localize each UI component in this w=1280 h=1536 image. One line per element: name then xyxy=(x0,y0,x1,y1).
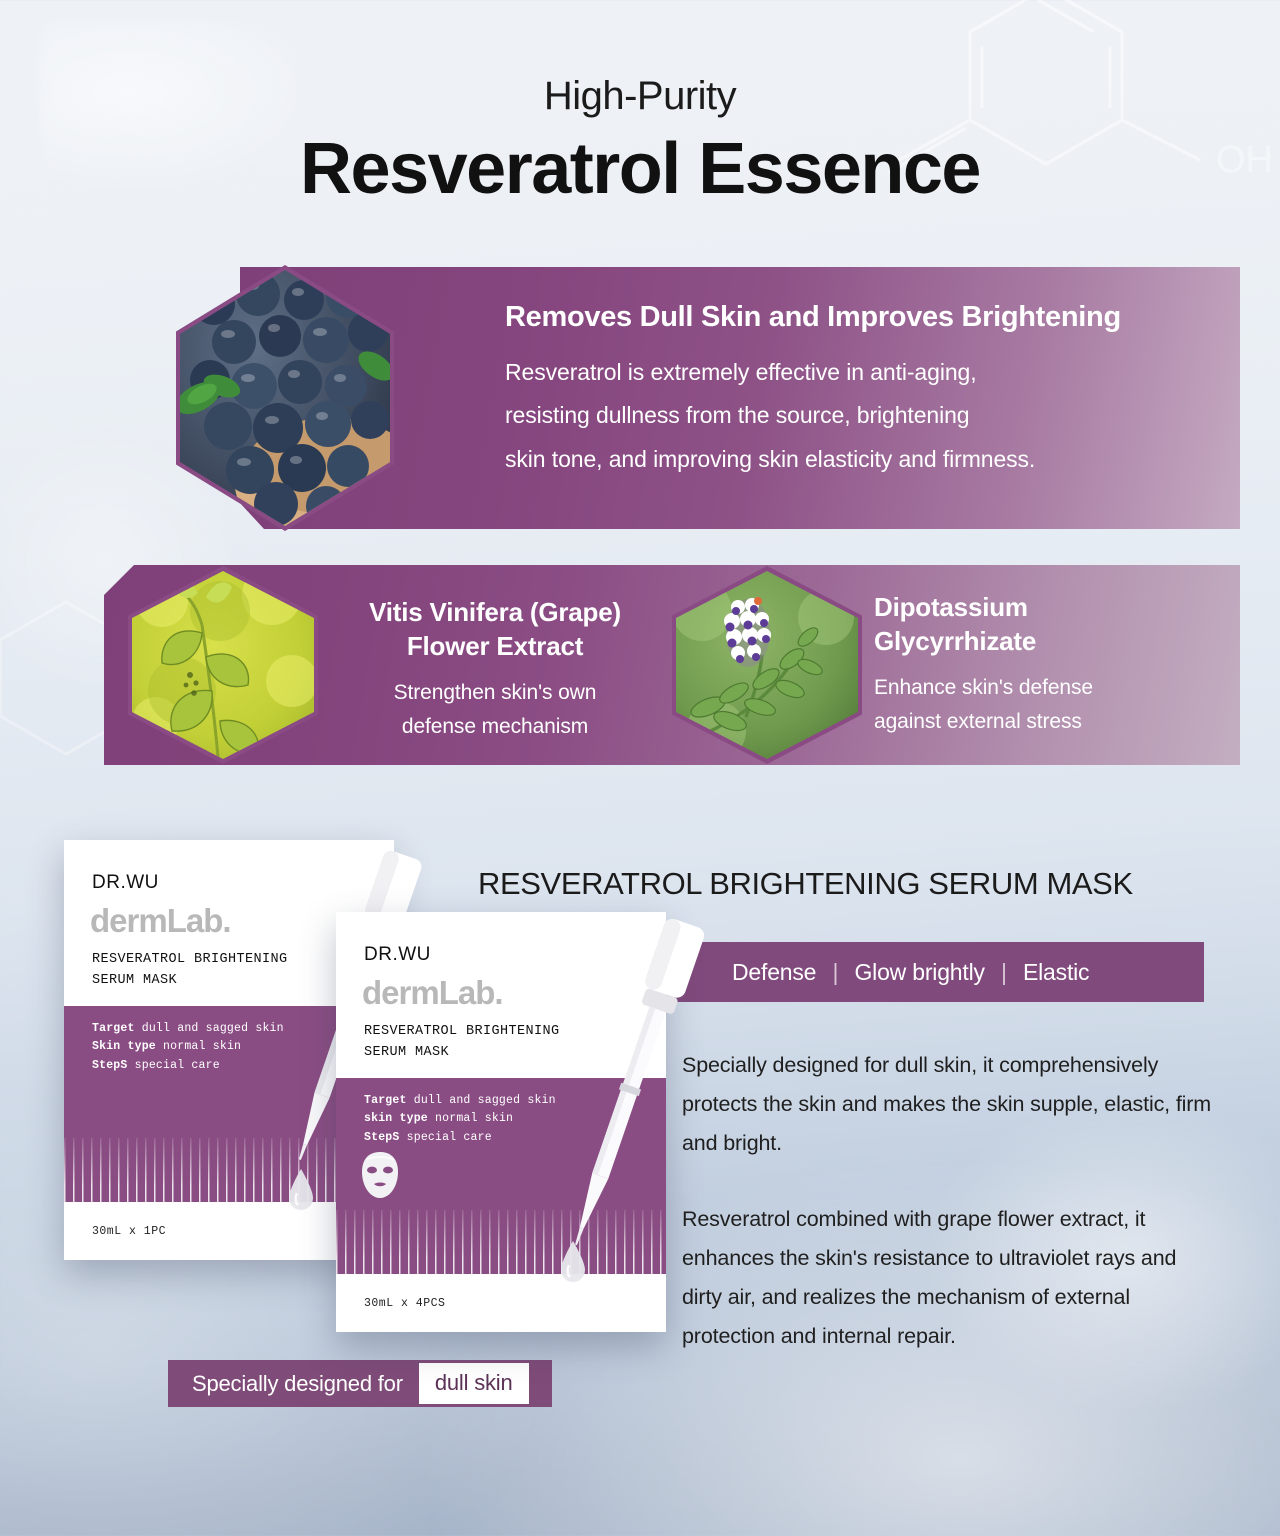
benefit-banner-body-line: skin tone, and improving skin elasticity… xyxy=(505,446,1036,473)
package-front-spec-step-label: StepS xyxy=(364,1130,400,1144)
licorice-flower-hexagon-image xyxy=(672,566,862,764)
ingredient-1-title-line: Flower Extract xyxy=(406,631,584,662)
benefit-separator-2: | xyxy=(1001,959,1007,985)
package-front-purple-panel: Target dull and sagged skin skin type no… xyxy=(336,1078,666,1282)
ingredient-1-title: Vitis Vinifera (Grape) Flower Extract xyxy=(330,595,660,664)
package-back-volume: 30mL x 1PC xyxy=(92,1225,167,1238)
ingredient-2-text: Dipotassium Glycyrrhizate Enhance skin's… xyxy=(874,590,1204,740)
product-description-2: Resveratrol combined with grape flower e… xyxy=(682,1207,1177,1349)
blueberry-hexagon-image xyxy=(176,265,394,531)
badge-label: Specially designed for xyxy=(192,1370,403,1396)
product-description-1: Specially designed for dull skin, it com… xyxy=(682,1053,1212,1156)
package-front-droplet-icon xyxy=(558,1239,588,1290)
benefit-banner-body-line: Resveratrol is extremely effective in an… xyxy=(505,358,977,385)
ingredient-2-sub-line: against external stress xyxy=(874,710,1082,734)
package-back-spec-skin-value: normal skin xyxy=(163,1040,242,1054)
package-back-spec-step: StepS special care xyxy=(92,1057,284,1075)
package-front-subbrand: dermLab. xyxy=(362,974,504,1011)
package-back-spec-skin: Skin type normal skin xyxy=(92,1038,284,1056)
package-front-spec-target-label: Target xyxy=(364,1094,407,1107)
status-badge: Specially designed for dull skin xyxy=(168,1360,552,1407)
ingredient-2-sub-line: Enhance skin's defense xyxy=(874,675,1093,699)
product-package-front: DR.WU dermLab. RESVERATROL BRIGHTENING S… xyxy=(336,912,705,1332)
page-header: High-Purity Resveratrol Essence xyxy=(0,0,1280,208)
benefit-glow: Glow brightly xyxy=(854,959,985,985)
package-back-spec-step-label: StepS xyxy=(92,1058,128,1072)
product-benefits-bar: Defense | Glow brightly | Elastic xyxy=(648,942,1204,1002)
benefit-banner-title: Removes Dull Skin and Improves Brighteni… xyxy=(505,301,1121,333)
package-front-spec-skin-label: skin type xyxy=(364,1112,428,1126)
benefit-elastic: Elastic xyxy=(1023,959,1090,985)
package-front-stripes xyxy=(336,1210,666,1274)
header-eyebrow: High-Purity xyxy=(543,74,737,118)
ingredient-1-sub-line: defense mechanism xyxy=(401,715,589,739)
package-front-spec-target: Target dull and sagged skin xyxy=(364,1092,556,1110)
package-back-droplet-icon xyxy=(286,1167,316,1218)
package-back-product-line1: RESVERATROL BRIGHTENING xyxy=(92,952,288,967)
ingredient-1-sub-line: Strengthen skin's own xyxy=(393,680,597,704)
ingredient-2-title-line: Dipotassium xyxy=(874,592,1028,622)
ingredient-2-title: Dipotassium Glycyrrhizate xyxy=(874,590,1204,659)
package-back-spec-step-value: special care xyxy=(134,1058,220,1072)
package-front-product-line2: SERUM MASK xyxy=(364,1045,450,1060)
package-front-brand: DR.WU xyxy=(364,944,431,965)
product-name-title: RESVERATROL BRIGHTENING SERUM MASK xyxy=(478,866,1133,901)
sheet-mask-icon xyxy=(358,1150,402,1205)
package-back-brand: DR.WU xyxy=(92,872,159,893)
badge-chip: dull skin xyxy=(418,1363,529,1404)
benefit-banner xyxy=(240,267,1240,529)
package-front-spec-target-value: dull and sagged skin xyxy=(413,1094,556,1107)
package-front-spec-step-value: special care xyxy=(406,1130,492,1144)
benefit-banner-body: Resveratrol is extremely effective in an… xyxy=(505,351,1235,482)
package-front-spec-skin: skin type normal skin xyxy=(364,1110,556,1128)
grape-vine-hexagon-image xyxy=(128,566,318,764)
package-back-spec-target-value: dull and sagged skin xyxy=(141,1022,284,1035)
package-back-subbrand: dermLab. xyxy=(90,902,232,939)
benefit-defense: Defense xyxy=(732,959,817,985)
package-back-spec-target: Target dull and sagged skin xyxy=(92,1020,284,1038)
package-back-spec-target-label: Target xyxy=(92,1022,135,1035)
ingredient-1-title-line: Vitis Vinifera (Grape) xyxy=(369,597,621,627)
package-front-product-line1: RESVERATROL BRIGHTENING xyxy=(364,1024,560,1039)
ingredient-2-title-line: Glycyrrhizate xyxy=(874,626,1037,657)
ingredient-2-subtitle: Enhance skin's defense against external … xyxy=(874,671,1204,740)
benefit-banner-text: Removes Dull Skin and Improves Brighteni… xyxy=(505,300,1235,482)
ingredient-1-text: Vitis Vinifera (Grape) Flower Extract St… xyxy=(330,595,660,745)
page-title: Resveratrol Essence xyxy=(300,129,981,209)
package-back-product-line2: SERUM MASK xyxy=(92,973,178,988)
package-front-spec-step: StepS special care xyxy=(364,1129,556,1147)
package-front-volume: 30mL x 4PCS xyxy=(364,1297,446,1310)
package-front-spec-skin-value: normal skin xyxy=(435,1112,514,1126)
benefit-banner-body-line: resisting dullness from the source, brig… xyxy=(505,402,970,429)
benefit-separator-1: | xyxy=(832,959,839,985)
package-back-spec-skin-label: Skin type xyxy=(92,1040,156,1054)
ingredient-1-subtitle: Strengthen skin's own defense mechanism xyxy=(330,676,660,745)
